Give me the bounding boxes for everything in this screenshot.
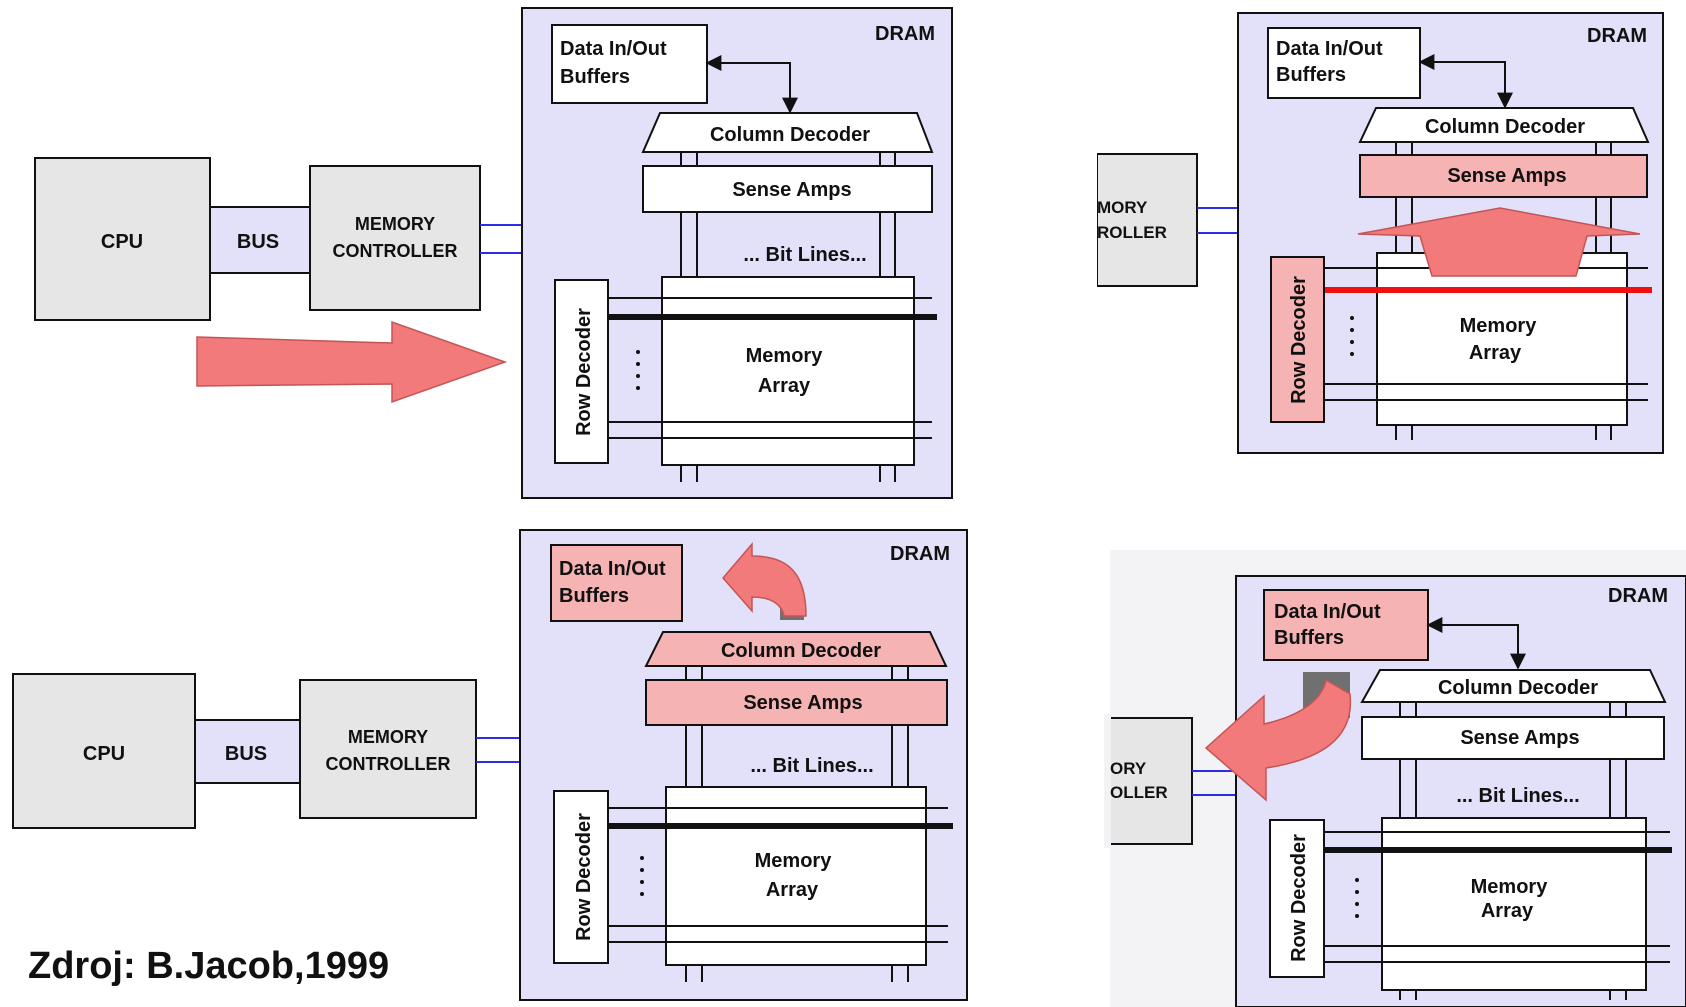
column-decoder-label: Column Decoder <box>710 124 870 146</box>
sense-amps-label: Sense Amps <box>1460 727 1579 749</box>
memory-array-label-line1: Memory <box>1471 876 1549 898</box>
word-line-wires <box>608 807 948 943</box>
memory-array-label-line2: Array <box>1481 900 1534 922</box>
data-buffers-box <box>551 24 708 104</box>
memory-controller-partial-label-line1: ORY <box>1110 759 1147 778</box>
memory-array-box <box>665 786 927 966</box>
bit-lines-label: ... Bit Lines... <box>743 244 866 266</box>
data-buffers-label-line2: Buffers <box>1274 627 1344 649</box>
ellipsis-dots <box>636 350 640 390</box>
word-line-wires <box>1324 831 1670 963</box>
dram-label: DRAM <box>1587 25 1647 47</box>
row-decoder-label: Row Decoder <box>1288 834 1310 962</box>
panel-top-left: CPU BUS MEMORY CONTROLLER DRAM Data In/O… <box>34 7 953 499</box>
sense-amps-box <box>1361 716 1665 760</box>
memory-controller-partial-label-line2: OLLER <box>1110 783 1168 802</box>
panel-bottom-left: CPU BUS MEMORY CONTROLLER DRAM Data In/O… <box>12 529 968 1001</box>
request-right-arrow-icon <box>196 320 508 404</box>
source-caption: Zdroj: B.Jacob,1999 <box>28 945 389 987</box>
memory-array-box <box>661 276 915 466</box>
data-buffers-label-line1: Data In/Out <box>560 38 667 60</box>
memory-controller-label-line1: MEMORY <box>348 727 428 747</box>
column-decoder-label: Column Decoder <box>1438 677 1598 699</box>
memory-array-box <box>1376 252 1628 426</box>
cpu-box <box>12 673 196 829</box>
panel-top-right: MORY ROLLER DRAM Data In/Out Buffers Col… <box>1085 12 1664 454</box>
dram-label: DRAM <box>875 23 935 45</box>
column-decoder-box-highlighted <box>644 631 948 667</box>
data-buffers-label-line1: Data In/Out <box>559 558 666 580</box>
data-buffers-label-line1: Data In/Out <box>1276 38 1383 60</box>
data-buffers-label-line2: Buffers <box>560 66 630 88</box>
bit-lines-label: ... Bit Lines... <box>1456 785 1579 807</box>
column-decoder-box <box>1360 669 1667 703</box>
row-decoder-label: Row Decoder <box>1288 276 1310 404</box>
crop-mask <box>1104 714 1111 848</box>
sense-amps-box <box>642 165 933 213</box>
curved-out-to-controller-arrow-icon <box>1204 678 1352 802</box>
cpu-label: CPU <box>101 231 143 253</box>
ellipsis-dots <box>640 856 644 896</box>
data-buffers-label-line2: Buffers <box>1276 64 1346 86</box>
memory-controller-label-line1: MEMORY <box>355 214 435 234</box>
data-buffers-box-highlighted <box>1263 589 1429 661</box>
sense-amps-label: Sense Amps <box>743 692 862 714</box>
row-decoder-box <box>554 279 609 464</box>
panel-bottom-right: ORY OLLER DRAM Data In/Out Buffers Colum… <box>1104 550 1686 1007</box>
word-line-wires <box>608 297 932 439</box>
column-decoder-label: Column Decoder <box>1425 116 1585 138</box>
memory-controller-partial-label-line2: ROLLER <box>1097 223 1167 242</box>
memory-controller-box <box>309 165 481 311</box>
crop-mask <box>1085 150 1097 290</box>
buffers-decoder-arrow <box>1418 54 1513 109</box>
memory-array-label-line2: Array <box>758 375 811 397</box>
memory-controller-partial-label-line1: MORY <box>1097 198 1148 217</box>
curved-to-buffers-arrow-icon <box>722 541 807 617</box>
sense-amps-label: Sense Amps <box>732 179 851 201</box>
memory-array-label-line2: Array <box>766 879 819 901</box>
row-decoder-label: Row Decoder <box>573 813 595 941</box>
data-buffers-label-line2: Buffers <box>559 585 629 607</box>
ellipsis-dots <box>1355 878 1359 918</box>
column-decoder-box <box>1358 107 1650 143</box>
sense-amps-box-highlighted <box>1359 154 1648 198</box>
cpu-box <box>34 157 211 321</box>
memory-array-label-line2: Array <box>1469 342 1522 364</box>
column-decoder-box <box>641 112 934 153</box>
memory-controller-label-line2: CONTROLLER <box>326 754 451 774</box>
data-buffers-box <box>1267 27 1421 99</box>
memory-controller-label-line2: CONTROLLER <box>333 241 458 261</box>
buffers-decoder-arrow <box>1426 617 1526 670</box>
column-decoder-label: Column Decoder <box>721 640 881 662</box>
row-to-sense-up-arrow-icon <box>1357 207 1641 277</box>
sense-amps-box-highlighted <box>645 679 948 726</box>
row-decoder-box <box>1269 819 1325 978</box>
row-decoder-box-highlighted <box>1270 256 1325 423</box>
bus-box <box>209 206 311 274</box>
memory-controller-box <box>299 679 477 819</box>
row-decoder-box <box>553 790 609 964</box>
row-decoder-label: Row Decoder <box>573 308 595 436</box>
bus-box <box>194 719 301 784</box>
data-buffers-box-highlighted <box>550 544 683 622</box>
memory-controller-partial-box <box>1096 153 1198 287</box>
memory-array-label-line1: Memory <box>1460 315 1538 337</box>
ellipsis-dots <box>1350 316 1354 356</box>
memory-controller-partial-box <box>1109 717 1193 845</box>
bus-label: BUS <box>225 743 267 765</box>
bit-lines-label: ... Bit Lines... <box>750 755 873 777</box>
data-buffers-label-line1: Data In/Out <box>1274 601 1381 623</box>
bus-label: BUS <box>237 231 279 253</box>
dram-label: DRAM <box>890 543 950 565</box>
memory-array-label-line1: Memory <box>755 850 833 872</box>
dram-label: DRAM <box>1608 585 1668 607</box>
memory-array-label-line1: Memory <box>746 345 824 367</box>
cpu-label: CPU <box>83 743 125 765</box>
sense-amps-label: Sense Amps <box>1447 165 1566 187</box>
buffers-decoder-arrow <box>705 55 798 114</box>
